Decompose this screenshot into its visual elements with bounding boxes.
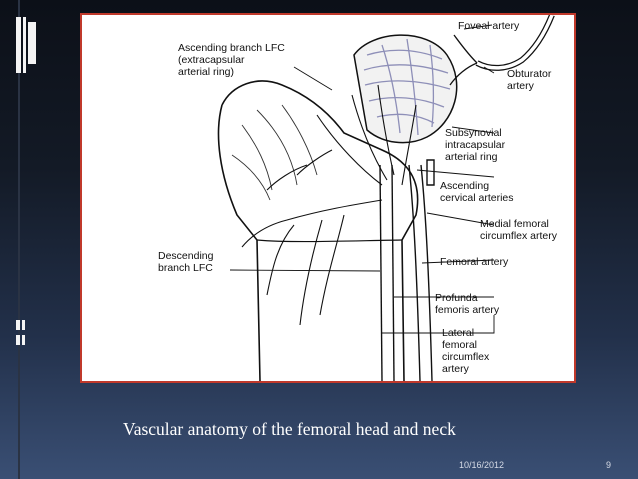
- decor-bar: [22, 335, 25, 345]
- label-ascending-cervical: Ascending cervical arteries: [440, 180, 514, 204]
- slide-date: 10/16/2012: [459, 460, 505, 470]
- femur-illustration: [217, 15, 555, 381]
- label-lateral-femoral-circumflex: Lateral femoral circumflex artery: [442, 327, 490, 375]
- label-profunda-femoris: Profunda femoris artery: [435, 292, 500, 316]
- decor-bar: [23, 17, 26, 73]
- left-decor-strip: [18, 0, 20, 479]
- anatomy-figure: Ascending branch LFC (extracapsular arte…: [80, 13, 576, 383]
- label-subsynovial-ring: Subsynovial intracapsular arterial ring: [445, 127, 506, 163]
- decor-bar: [28, 22, 36, 64]
- slide-page-number: 9: [606, 460, 612, 470]
- label-ascending-branch-lfc: Ascending branch LFC (extracapsular arte…: [178, 42, 285, 78]
- decor-bar: [16, 320, 20, 330]
- label-obturator-artery: Obturator artery: [507, 68, 552, 92]
- decor-bar: [16, 17, 21, 73]
- label-foveal-artery: Foveal artery: [458, 20, 520, 32]
- label-femoral-artery: Femoral artery: [440, 256, 509, 268]
- label-descending-branch-lfc: Descending branch LFC: [158, 250, 214, 274]
- slide-caption: Vascular anatomy of the femoral head and…: [123, 419, 456, 439]
- decor-bar: [22, 320, 25, 330]
- decor-bar: [16, 335, 20, 345]
- label-medial-femoral-circumflex: Medial femoral circumflex artery: [480, 218, 558, 242]
